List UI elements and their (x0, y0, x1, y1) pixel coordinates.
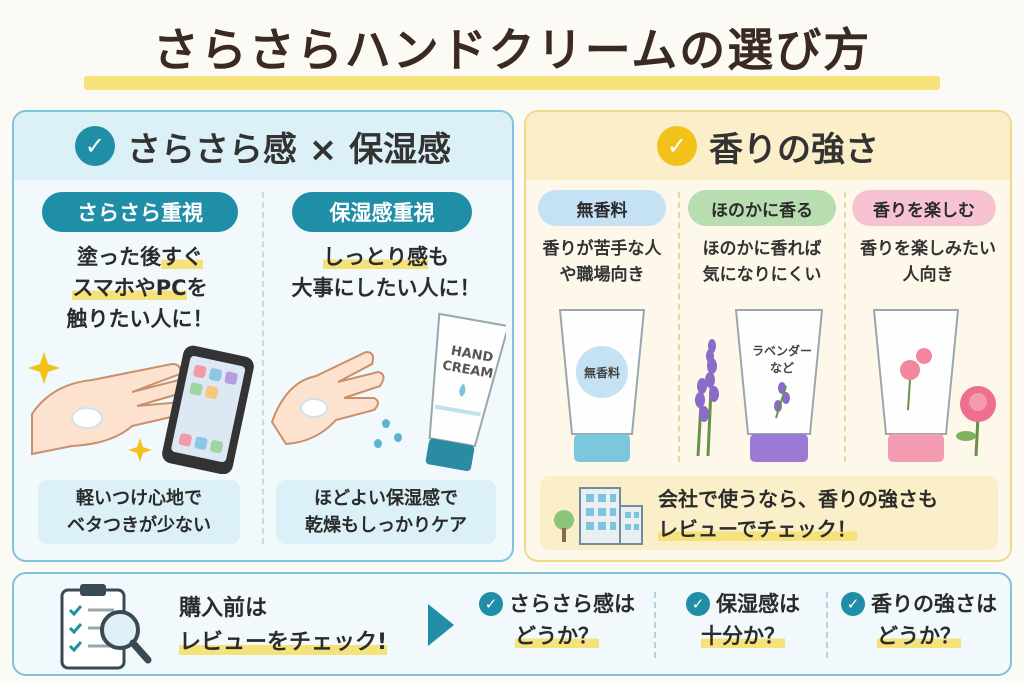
hand-icon (270, 350, 385, 446)
desc-text: 触りたい人に！ (66, 307, 214, 331)
check-icon: ✓ (841, 592, 865, 616)
clipboard-illustration (60, 584, 152, 670)
sparkle-icon (128, 438, 152, 462)
arrow-right-icon (428, 604, 454, 646)
building-icon (579, 487, 643, 545)
cream-tube-icon (734, 309, 824, 462)
column-divider (678, 192, 680, 462)
fragrance-panel-title: 香りの強さ (709, 129, 879, 170)
column-divider (844, 192, 846, 462)
check-icon: ✓ (479, 592, 503, 616)
checklist-divider (654, 592, 656, 658)
check-icon: ✓ (657, 126, 697, 166)
desc-highlight: スマホやPC (72, 276, 187, 300)
company-advice-box: 会社で使うなら、香りの強さも レビューでチェック！ (540, 476, 998, 550)
checklist-item-moisture: ✓保湿感は 十分か？ (668, 588, 818, 652)
checklist-line: さらさら感は (509, 592, 635, 616)
pill-enjoy-scent: 香りを楽しむ (852, 190, 996, 226)
checklist-divider (826, 592, 828, 658)
tube-text: HAND (450, 344, 495, 366)
light-scent-description: ほのかに香れば 気になりにくい (682, 236, 842, 288)
texture-panel-title: さらさら感 × 保湿感 (126, 129, 452, 170)
note-line: ベタつきが少ない (67, 515, 211, 536)
water-drop-icon (374, 419, 402, 448)
moisture-priority-description: しっとり感も 大事にしたい人に！ (268, 242, 504, 304)
company-line: 会社で使うなら、香りの強さも (658, 487, 938, 511)
desc-text: も (428, 245, 449, 269)
cream-tube-icon (558, 309, 646, 462)
checklist-item-fragrance: ✓香りの強さは どうか？ (834, 588, 1004, 652)
company-advice-text: 会社で使うなら、香りの強さも レビューでチェック！ (658, 484, 938, 544)
note-line: 乾燥もしっかりケア (305, 515, 467, 536)
cream-tube-icon (872, 309, 960, 462)
pill-light-scent: ほのかに香る (688, 190, 836, 226)
rose-tube-illustration (872, 309, 996, 462)
tube-label-line: など (769, 361, 794, 375)
lavender-icon (774, 382, 790, 419)
rose-icon (956, 386, 996, 457)
texture-panel-header: ✓ さらさら感 × 保湿感 (14, 112, 512, 180)
desc-text: 大事にしたい人に！ (291, 276, 481, 300)
checklist-line-highlight: どうか？ (877, 624, 961, 648)
column-divider (262, 192, 264, 544)
check-icon: ✓ (686, 592, 710, 616)
desc-line: や職場向き (559, 265, 645, 285)
lavender-icon (695, 339, 719, 457)
desc-line: 香りが苦手な人 (542, 239, 662, 259)
fragrance-panel-header: ✓ 香りの強さ (526, 112, 1010, 180)
checklist-line-highlight: 十分か？ (701, 624, 785, 648)
desc-text: 塗った後 (77, 245, 161, 269)
smooth-priority-description: 塗った後すぐ スマホやPCを 触りたい人に！ (22, 242, 258, 335)
desc-line: 香りを楽しみたい (860, 239, 996, 259)
title-underline (84, 76, 940, 90)
tube-label-line: ラベンダー (751, 344, 812, 358)
review-checklist-panel: 購入前は レビューをチェック! ✓さらさら感は どうか？ ✓保湿感は 十分か？ … (12, 572, 1012, 676)
tree-icon (554, 510, 574, 542)
desc-highlight: すぐ (161, 245, 203, 269)
magnifier-icon (100, 610, 152, 664)
note-line: ほどよい保湿感で (314, 488, 458, 509)
unscented-tube-label: 無香料 (583, 366, 620, 380)
lavender-tube-illustration (695, 309, 824, 462)
rose-icon (900, 348, 932, 411)
smartphone-icon (162, 345, 254, 474)
checklist-line-highlight: どうか？ (515, 624, 599, 648)
lead-line-highlight: レビューをチェック! (179, 630, 388, 655)
review-lead-text: 購入前は レビューをチェック! (179, 592, 388, 660)
check-icon: ✓ (74, 126, 115, 166)
checklist-line: 保湿感は (716, 592, 800, 616)
hand-icon (31, 362, 195, 456)
page-title: さらさらハンドクリームの選び方 (152, 23, 872, 77)
desc-text: を (186, 276, 208, 300)
unscented-description: 香りが苦手な人 や職場向き (528, 236, 676, 288)
fragrance-panel: ✓ 香りの強さ 無香料 ほのかに香る 香りを楽しむ 香りが苦手な人 や職場向き … (524, 110, 1012, 562)
hand-with-phone-illustration (28, 345, 254, 474)
note-line: 軽いつけ心地で (76, 488, 202, 509)
lavender-tube-label: ラベンダー など (742, 342, 822, 376)
moisture-note: ほどよい保湿感で 乾燥もしっかりケア (276, 480, 496, 544)
texture-panel: ✓ さらさら感 × 保湿感 さらさら重視 塗った後すぐ スマホやPCを 触りたい… (12, 110, 514, 562)
building-illustration (554, 487, 643, 545)
company-line-highlight: レビューでチェック！ (658, 517, 857, 541)
pill-moisture-priority: 保湿感重視 (292, 192, 472, 232)
desc-line: 人向き (902, 265, 954, 285)
desc-line: ほのかに香れば (702, 239, 822, 259)
pill-unscented: 無香料 (538, 190, 666, 226)
lead-line: 購入前は (179, 596, 268, 621)
hand-with-cream-illustration: HAND CREAM (270, 312, 506, 472)
checklist-line: 香りの強さは (871, 592, 997, 616)
unscented-tube-illustration (558, 309, 646, 462)
cream-tube-icon (425, 312, 506, 472)
checklist-item-smoothness: ✓さらさら感は どうか？ (472, 588, 642, 652)
clipboard-icon (60, 584, 126, 670)
pill-smooth-priority: さらさら重視 (42, 192, 238, 232)
enjoy-scent-description: 香りを楽しみたい 人向き (848, 236, 1008, 288)
sparkle-icon (28, 352, 60, 384)
desc-highlight: しっとり感 (323, 245, 428, 269)
smooth-note: 軽いつけ心地で ベタつきが少ない (38, 480, 240, 544)
desc-line: 気になりにくい (702, 265, 822, 285)
